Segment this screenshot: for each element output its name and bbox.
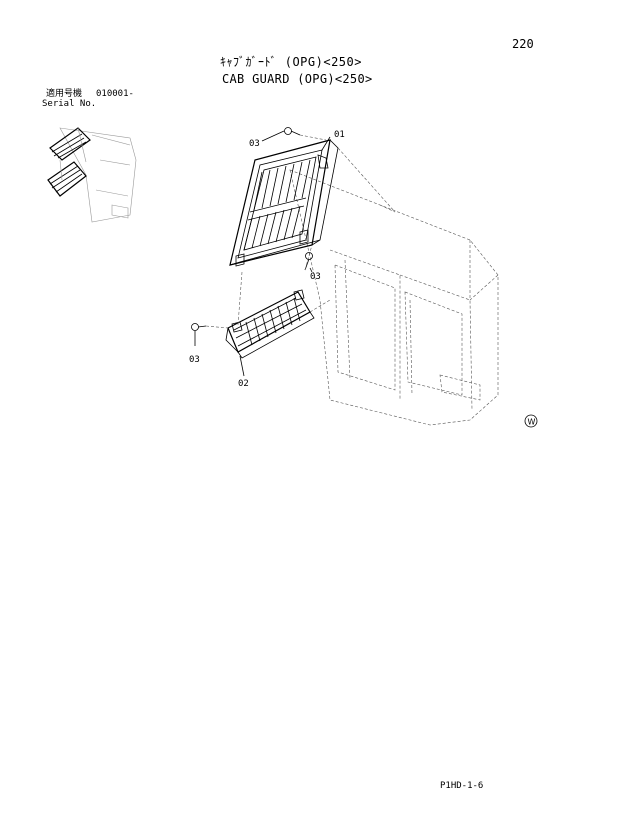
callout-03-top: 03	[249, 139, 260, 149]
callout-02: 02	[238, 379, 249, 389]
w-mark-symbol: W	[524, 414, 538, 428]
callout-01: 01	[334, 130, 345, 140]
w-mark-letter: W	[528, 418, 536, 427]
bolt-03-left	[191, 323, 207, 331]
title-english: CAB GUARD (OPG)<250>	[222, 72, 373, 86]
callout-03-left: 03	[189, 355, 200, 365]
page-number: 220	[512, 37, 534, 51]
title-japanese: ｷｬﾌﾞｶﾞｰﾄﾞ (OPG)<250>	[220, 55, 362, 69]
locator-thumbnail	[47, 127, 137, 223]
bolt-03-mid	[304, 252, 313, 271]
serial-label-japanese: 適用号機	[46, 89, 83, 99]
cab-body-outline	[289, 169, 499, 426]
bolt-03-top	[284, 127, 301, 136]
assembly-lines	[194, 130, 396, 377]
serial-label-english: Serial No.	[42, 99, 97, 109]
callout-03-mid: 03	[310, 272, 321, 282]
lower-guard-02	[225, 289, 315, 359]
serial-number-value: 010001-	[96, 89, 134, 99]
footer-page-code: P1HD-1-6	[440, 781, 484, 791]
upper-guard-01	[229, 139, 339, 267]
